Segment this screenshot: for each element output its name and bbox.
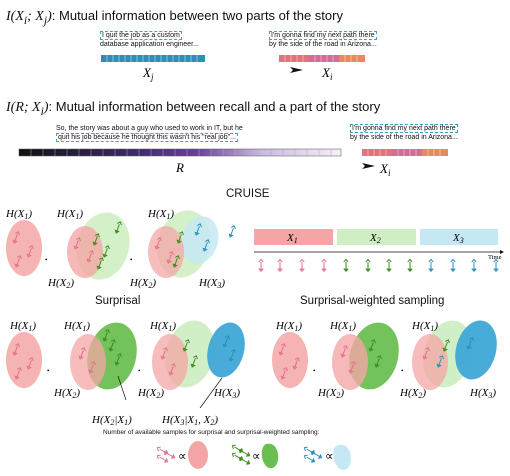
top-heading: I(Xi; Xj): Mutual information between tw… — [6, 8, 343, 27]
label-h-x1-c: H(X1) — [147, 208, 174, 221]
segment-x1 — [254, 229, 333, 245]
svg-text:H(X1): H(X1) — [329, 320, 356, 333]
svg-text:H(X1): H(X1) — [275, 320, 302, 333]
svg-text:•: • — [313, 367, 316, 375]
arrow-xi-top — [290, 67, 303, 73]
svg-text:X1: X1 — [286, 232, 298, 245]
token-bar-xj — [101, 55, 205, 62]
cruise-blob-x1-b — [67, 226, 103, 278]
dot-a: • — [45, 256, 48, 264]
label-h-x2-b: H(X2) — [47, 277, 74, 290]
segment-x3 — [420, 229, 498, 245]
cruise-blob-x3-c — [181, 216, 219, 264]
label-h-x2-c: H(X2) — [129, 277, 156, 290]
segment-x2 — [337, 229, 416, 245]
middle-heading: I(R; Xi): Mutual information between rec… — [6, 99, 381, 118]
token-bar-xi-middle — [362, 149, 448, 156]
svg-text:H(X2): H(X2) — [399, 387, 426, 400]
legend-red: ∝ — [156, 441, 208, 469]
svg-text:∝: ∝ — [178, 449, 187, 463]
svg-text:H(X2): H(X2) — [317, 387, 344, 400]
svg-text:H(X1): H(X1) — [149, 320, 176, 333]
arrow-xi-middle — [362, 163, 375, 169]
weighted-title: Surprisal-weighted sampling — [300, 295, 445, 307]
svg-text:∝: ∝ — [252, 449, 261, 463]
svg-text:•: • — [130, 256, 133, 264]
surprisal-title: Surprisal — [95, 295, 141, 307]
cruise-blob-x1-c — [148, 226, 184, 278]
svg-text:H(X3): H(X3) — [469, 387, 496, 400]
svg-text:•: • — [401, 367, 404, 375]
svg-text:•: • — [138, 367, 141, 375]
svg-text:H(X1): H(X1) — [9, 320, 36, 333]
label-cond-x2: H(X2|X1) — [91, 414, 132, 427]
snippet-recall: So, the story was about a guy who used t… — [56, 125, 243, 142]
token-bar-recall — [18, 148, 342, 157]
legend-green: ∝ — [231, 444, 279, 469]
label-h-x3-c: H(X3) — [198, 277, 225, 290]
cruise-title: CRUISE — [226, 188, 270, 200]
label-xj: Xj — [142, 65, 154, 82]
timeline-darts — [259, 260, 498, 272]
label-xi-middle: Xi — [379, 161, 391, 178]
label-cond-x3: H(X3|X1, X2) — [161, 414, 218, 427]
svg-text:X3: X3 — [452, 232, 464, 245]
label-h-x1-b: H(X1) — [56, 208, 83, 221]
label-h-x1-a: H(X1) — [5, 208, 32, 221]
cruise-blob-x1-a — [6, 220, 42, 276]
svg-text:H(X2): H(X2) — [53, 387, 80, 400]
svg-text:H(X1): H(X1) — [63, 320, 90, 333]
timeline-segments: X1 X2 X3 — [254, 229, 498, 245]
label-r: R — [175, 160, 184, 175]
token-bar-xi-top — [279, 55, 365, 62]
footer-caption: Number of available samples for surprisa… — [103, 429, 320, 436]
svg-text:H(X2): H(X2) — [137, 387, 164, 400]
svg-text:•: • — [47, 367, 50, 375]
legend-blue: ∝ — [303, 444, 351, 470]
svg-text:H(X1): H(X1) — [411, 320, 438, 333]
svg-text:X2: X2 — [369, 232, 381, 245]
svg-text:H(X3): H(X3) — [213, 387, 240, 400]
time-label: Time — [488, 254, 502, 261]
svg-text:∝: ∝ — [325, 449, 334, 463]
label-xi-top: Xi — [321, 65, 333, 82]
